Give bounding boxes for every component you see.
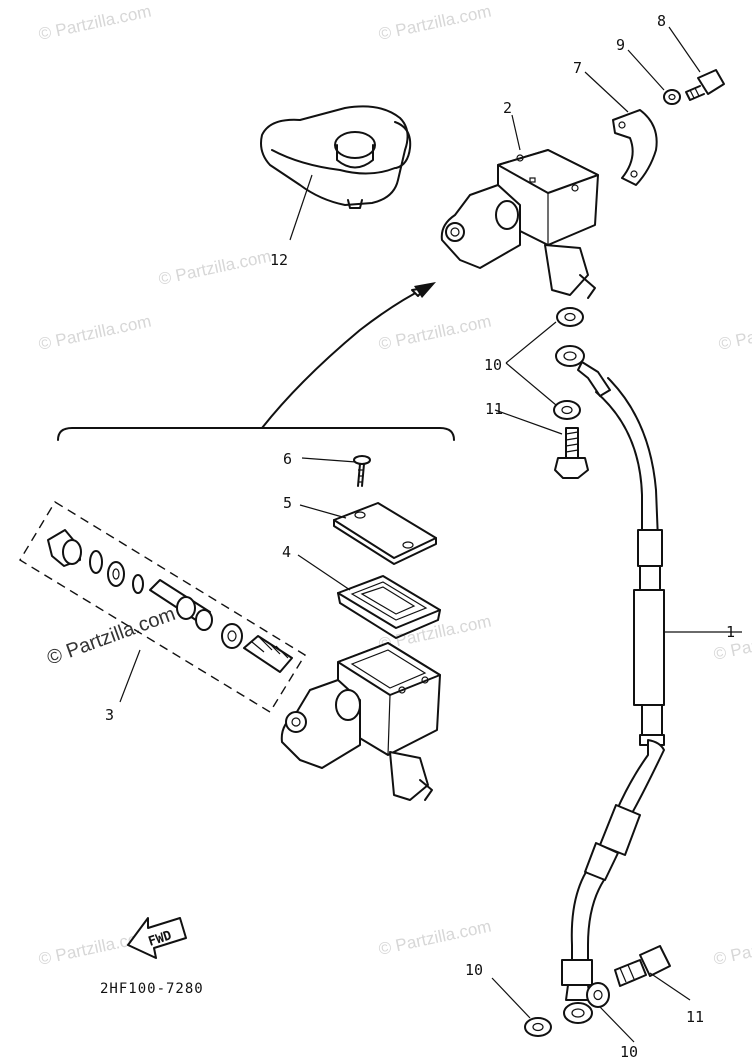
banjo-bolt-part-11-upper [554,427,589,479]
watermark: © Partzilla.com [717,312,752,354]
lever-cover-part-12 [260,105,412,209]
washer-part-10-upper [556,307,584,327]
piston-kit-part-3 [19,501,306,713]
cap-part-5 [333,502,437,565]
callout-7: 7 [573,59,582,77]
callout-6: 6 [283,450,292,468]
callout-11-lower: 11 [686,1008,704,1026]
watermark: © Partzilla.com [157,247,273,289]
watermark: © Partzilla.com [377,2,493,44]
callout-3: 3 [105,706,114,724]
master-cylinder-body-lower [280,642,441,801]
diaphragm-part-4 [337,575,441,639]
master-cylinder-part-2 [440,149,599,299]
watermark: © Partzilla.com [37,312,153,354]
screw-part-6 [353,455,371,487]
watermark-prominent: © Partzilla.com [44,603,178,670]
watermark: © Partzilla.com [377,312,493,354]
callout-8: 8 [657,12,666,30]
assembly-bracket [57,282,455,441]
washer-part-10-lower-left [524,1017,552,1037]
washer-part-10-middle [553,400,581,420]
washer-part-10-lower-right [586,982,610,1008]
callout-10-lower-left: 10 [465,961,483,979]
lever-holder-part-7 [612,109,658,186]
bolt-part-8 [685,69,725,101]
leader-lines [119,26,742,1043]
watermark: © Partzilla.com [712,927,752,969]
callout-12: 12 [270,251,288,269]
callout-11-upper: 11 [485,400,503,418]
fwd-arrow-icon: FWD [127,917,187,959]
callout-5: 5 [283,494,292,512]
brake-hose-part-1 [555,345,665,1024]
watermark: © Partzilla.com [37,2,153,44]
callout-10-upper: 10 [484,356,502,374]
callout-2: 2 [503,99,512,117]
callout-9: 9 [616,36,625,54]
callout-1: 1 [726,623,735,641]
callout-10-lower-right: 10 [620,1043,638,1061]
washer-part-9 [663,89,681,105]
diagram-code: 2HF100-7280 [100,981,204,997]
callouts: 8 9 7 2 12 10 11 1 6 5 4 3 10 10 11 [105,12,735,1061]
banjo-bolt-part-11-lower [614,945,671,987]
watermark: © Partzilla.com [377,917,493,959]
fwd-label: FWD [147,928,174,950]
callout-4: 4 [282,543,291,561]
